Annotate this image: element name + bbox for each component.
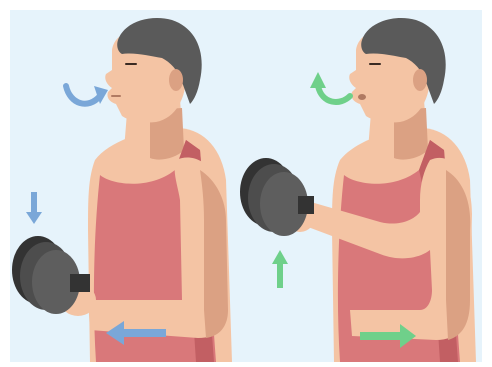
- right-figure-ear: [413, 69, 427, 91]
- left-figure-ear: [169, 69, 183, 91]
